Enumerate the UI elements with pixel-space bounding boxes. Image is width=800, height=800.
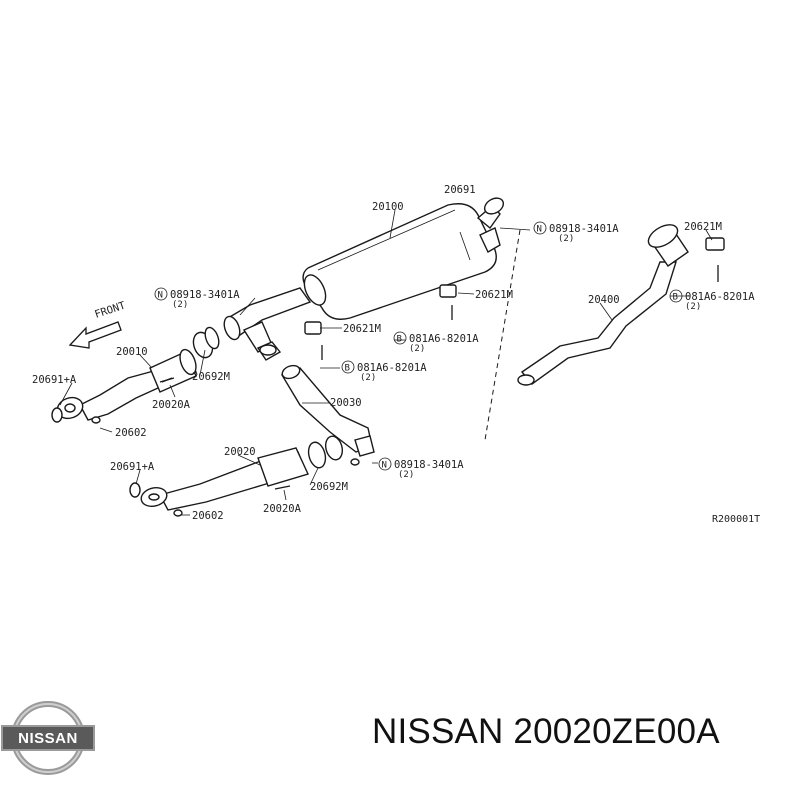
y-pipe-front (223, 287, 312, 361)
label-muffler: 20100 (372, 201, 404, 213)
muffler (302, 197, 505, 320)
label-bolt-right: 081A6-8201A (685, 291, 755, 303)
nissan-logo: NISSAN (1, 701, 95, 775)
label-bolt-right-qty: (2) (685, 302, 701, 312)
catalytic-converter-lower (140, 435, 360, 517)
label-gasket-lower-mid: 20692M (310, 481, 348, 493)
front-arrow: FRONT (68, 299, 128, 349)
label-bolt-mid: 081A6-8201A (409, 333, 479, 345)
nut-mark: N (158, 291, 163, 301)
label-hanger-mid: 20621M (475, 289, 513, 301)
center-pipe (280, 364, 375, 457)
label-cat-upper: 20010 (116, 346, 148, 358)
front-label: FRONT (93, 299, 127, 320)
label-nut-upper: 20602 (115, 427, 147, 439)
label-bolt-left: 081A6-8201A (357, 362, 427, 374)
label-top-clipped: 20691 (444, 184, 476, 196)
label-nut-bottom-qty: (2) (398, 470, 414, 480)
nut-mark: N (537, 225, 542, 235)
label-tail-pipe: 20400 (588, 294, 620, 306)
label-bolt-mid-qty: (2) (409, 344, 425, 354)
label-nut-top-right-qty: (2) (558, 234, 574, 244)
gasket-upper (51, 407, 63, 423)
bolt-mark: B (345, 364, 350, 374)
circle-marks: N N N B B B (154, 221, 683, 471)
label-nut-left-qty: (2) (172, 300, 188, 310)
bolt-mark: B (397, 335, 402, 345)
label-nut-top-right: 08918-3401A (549, 223, 619, 235)
callout-labels: 20100 20691 08918-3401A (2) 08918-3401A … (32, 184, 760, 525)
label-nut-lower: 20602 (192, 510, 224, 522)
label-cat-lower: 20020 (224, 446, 256, 458)
label-hanger-right: 20621M (684, 221, 722, 233)
stud-lower (274, 485, 291, 490)
label-stud-upper: 20020A (152, 399, 191, 411)
label-bolt-left-qty: (2) (360, 373, 376, 383)
part-title: NISSAN 20020ZE00A (372, 712, 720, 751)
bolt-mark: B (673, 293, 678, 303)
stud-upper (159, 377, 175, 383)
label-gasket-upper-mid: 20692M (192, 371, 230, 383)
nut-mark: N (382, 461, 387, 471)
label-hanger-left: 20621M (343, 323, 381, 335)
label-nut-bottom: 08918-3401A (394, 459, 464, 471)
label-gasket-upper-left: 20691+A (32, 374, 77, 386)
tail-pipe (517, 224, 725, 386)
label-center-pipe: 20030 (330, 397, 362, 409)
gasket-lower (129, 482, 141, 498)
reference-code: R200001T (712, 514, 760, 525)
label-gasket-lower-left: 20691+A (110, 461, 155, 473)
label-stud-lower: 20020A (263, 503, 302, 515)
logo-text: NISSAN (18, 730, 78, 747)
label-nut-left: 08918-3401A (170, 289, 240, 301)
leader-lines (59, 209, 713, 516)
